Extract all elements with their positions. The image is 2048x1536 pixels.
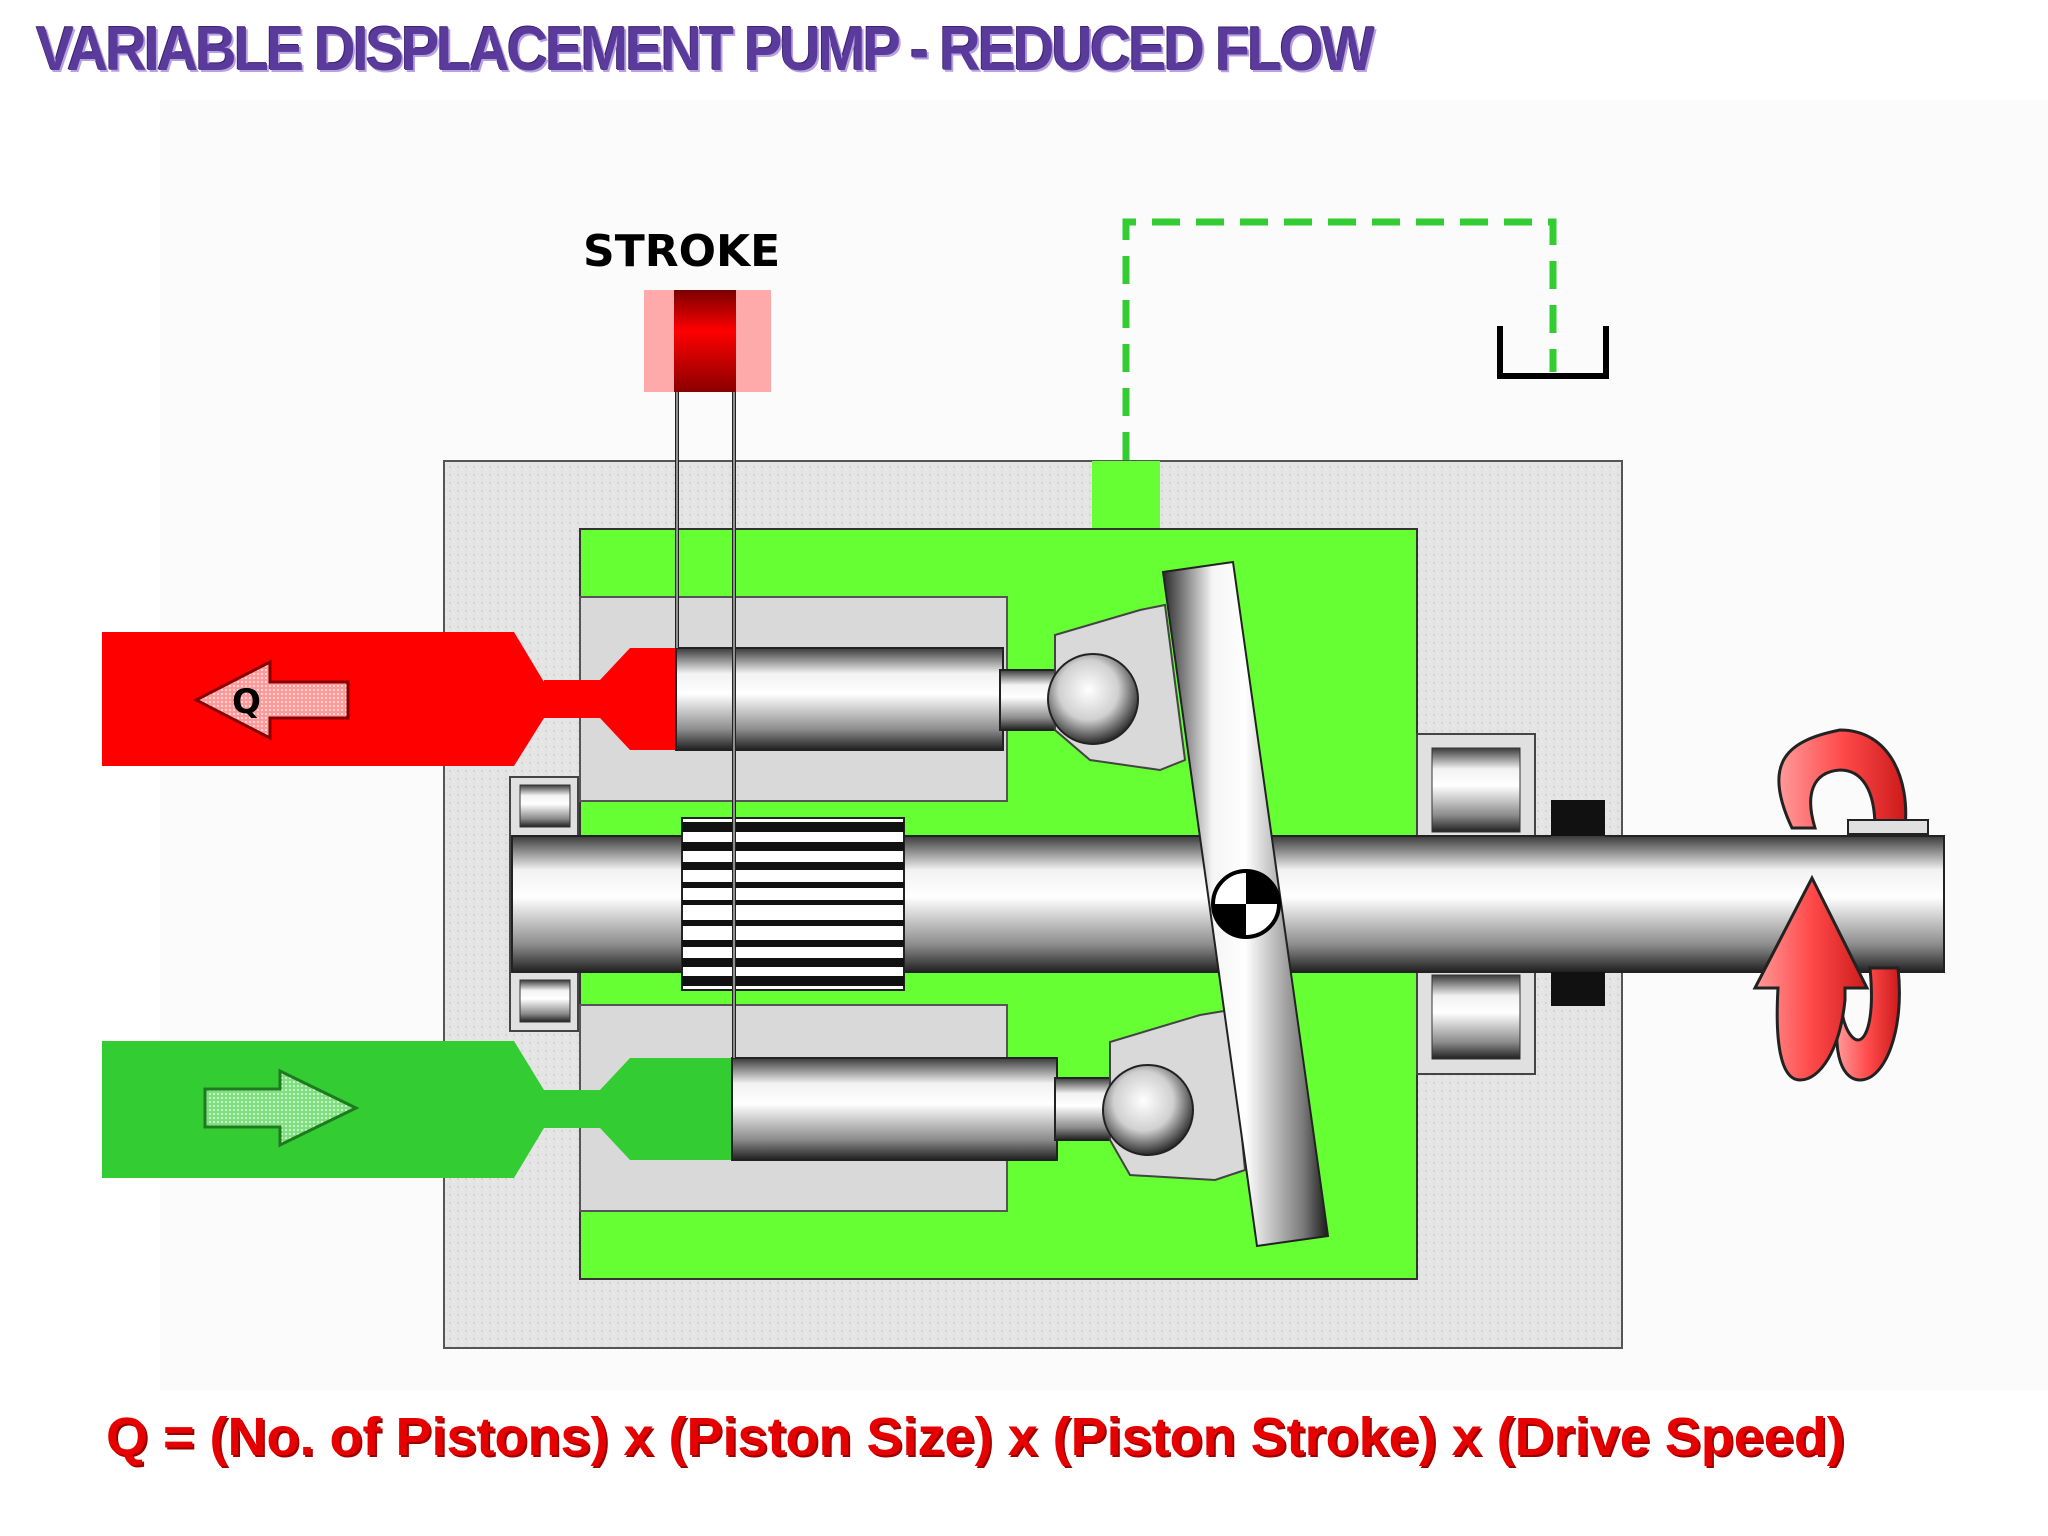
- front-bearing-roller-top: [519, 784, 571, 828]
- case-drain-line: [1122, 218, 1557, 460]
- inlet-port: [102, 1041, 732, 1178]
- outlet-flow-label: Q: [232, 682, 261, 722]
- drain-port: [1092, 461, 1160, 529]
- outlet-arrow-icon: [192, 659, 350, 741]
- rear-bearing-roller-bottom: [1431, 974, 1521, 1060]
- stroke-control-piston: [674, 290, 736, 392]
- inlet-arrow-icon: [203, 1068, 360, 1148]
- front-bearing-roller-bottom: [519, 979, 571, 1023]
- page-title: VARIABLE DISPLACEMENT PUMP - REDUCED FLO…: [36, 15, 1375, 84]
- outlet-kidney: [600, 648, 676, 750]
- piston-lower: [731, 1057, 1058, 1161]
- tank-icon: [1497, 326, 1609, 379]
- piston-upper: [675, 647, 1004, 751]
- stroke-label: STROKE: [583, 226, 780, 277]
- flow-formula: Q = (No. of Pistons) x (Piston Size) x (…: [106, 1407, 1845, 1467]
- rotation-arrow-icon: [1752, 728, 1929, 1082]
- ball-joint-lower: [1102, 1064, 1194, 1156]
- pivot-icon: [1211, 869, 1281, 939]
- shaft-through-seal: [1551, 836, 1605, 972]
- ball-joint-upper: [1047, 653, 1139, 745]
- rear-bearing-roller-top: [1431, 747, 1521, 833]
- shaft-splines: [681, 817, 905, 991]
- outlet-port: [102, 632, 676, 766]
